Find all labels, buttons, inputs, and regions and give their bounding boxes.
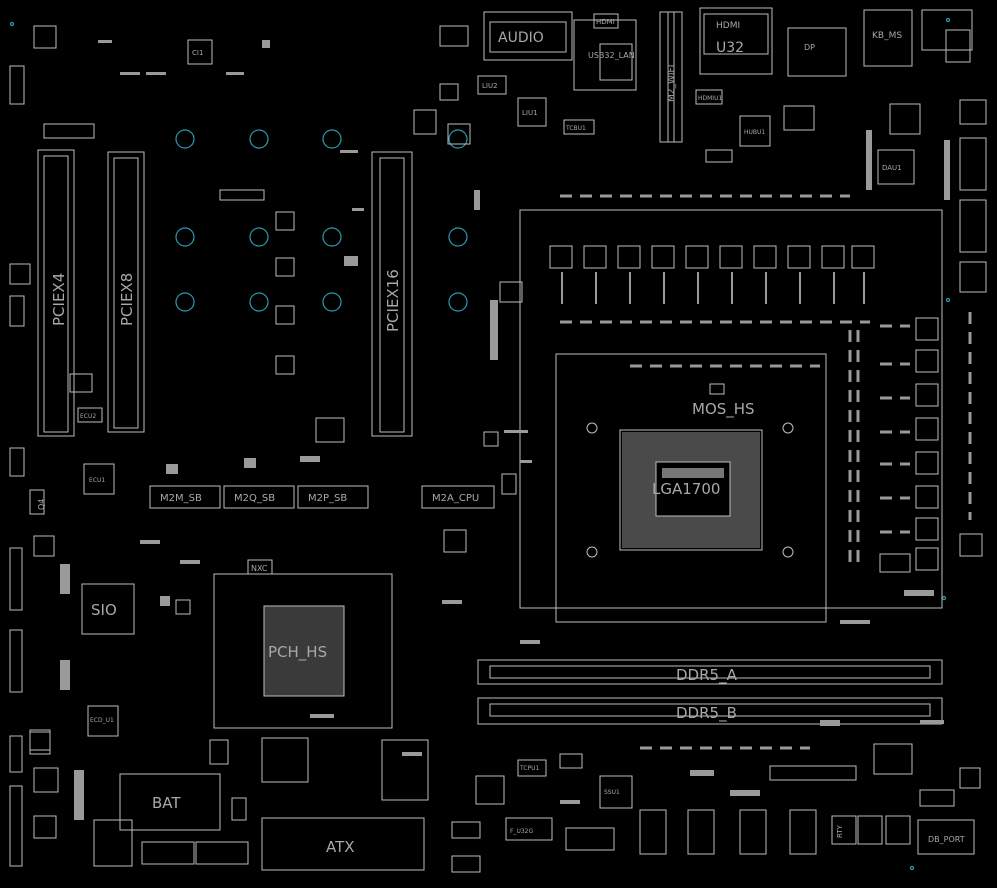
label-bat: BAT [152,794,181,812]
label-hdmi-usb: HDMI [716,21,740,31]
silk-labels: AUDIO USB32_LAN HDMI HDMI U32 M2_WIFI KB… [37,18,965,856]
label-ecu1: ECU1 [89,477,105,484]
label-tcpu1: TCPU1 [519,765,540,772]
label-atx: ATX [326,838,355,856]
bottom-parts [93,737,981,873]
label-m2p-sb: M2P_SB [308,493,347,504]
label-q4: Q4 [37,499,46,510]
label-ecu2: ECU2 [80,413,96,420]
label-ci: CI1 [192,49,203,57]
label-m2-wifi: M2_WIFI [667,65,677,102]
rear-io [413,7,987,293]
label-tcbu1: TCBU1 [565,125,586,132]
chipset-area [29,559,393,751]
label-m2m-sb: M2M_SB [160,493,202,504]
label-dau1: DAU1 [882,164,902,172]
label-sio: SIO [91,601,117,619]
label-hubu1: HUBU1 [744,129,765,136]
cpu-socket-area [519,209,943,623]
label-audio: AUDIO [498,30,544,46]
label-pciex16: PCIEX16 [384,269,402,332]
label-hdmiu1: HDMIU1 [698,95,722,102]
label-usb32-lan: USB32_LAN [588,51,635,60]
label-db-port: DB_PORT [928,835,965,844]
label-m2q-sb: M2Q_SB [234,493,275,504]
label-kb-ms: KB_MS [872,31,902,41]
label-pciex4: PCIEX4 [50,273,68,326]
vrm-chokes [549,245,983,573]
pcie-slots [37,149,413,437]
label-ddr5-b: DDR5_B [676,704,737,723]
label-liu1: LIU1 [522,109,538,117]
silk-dashes [560,194,972,750]
left-top-parts [9,25,265,867]
label-ssu1: SSU1 [604,789,620,796]
m2-slots [149,485,495,509]
label-nxc: NXC [251,564,268,573]
label-u32: U32 [716,40,744,56]
smd-components [60,40,950,820]
label-lga1700: LGA1700 [652,480,720,498]
center-left-parts [69,211,523,553]
label-f-u32g: F_U32G [510,828,533,835]
label-ecd-u1: ECD_U1 [90,717,114,724]
label-mos-hs: MOS_HS [692,400,755,419]
label-pch-hs: PCH_HS [268,643,327,662]
vrm-vertical-dashes [561,272,865,304]
label-rty: RTY [836,824,844,838]
label-liu2: LIU2 [482,82,498,90]
mounting-holes [9,17,951,871]
label-pciex8: PCIEX8 [118,273,136,326]
dimm-slots [477,659,943,725]
label-m2a-cpu: M2A_CPU [432,493,479,504]
label-ddr5-a: DDR5_A [676,666,738,685]
label-dp: DP [804,43,815,52]
label-hdmi-top: HDMI [596,18,615,26]
